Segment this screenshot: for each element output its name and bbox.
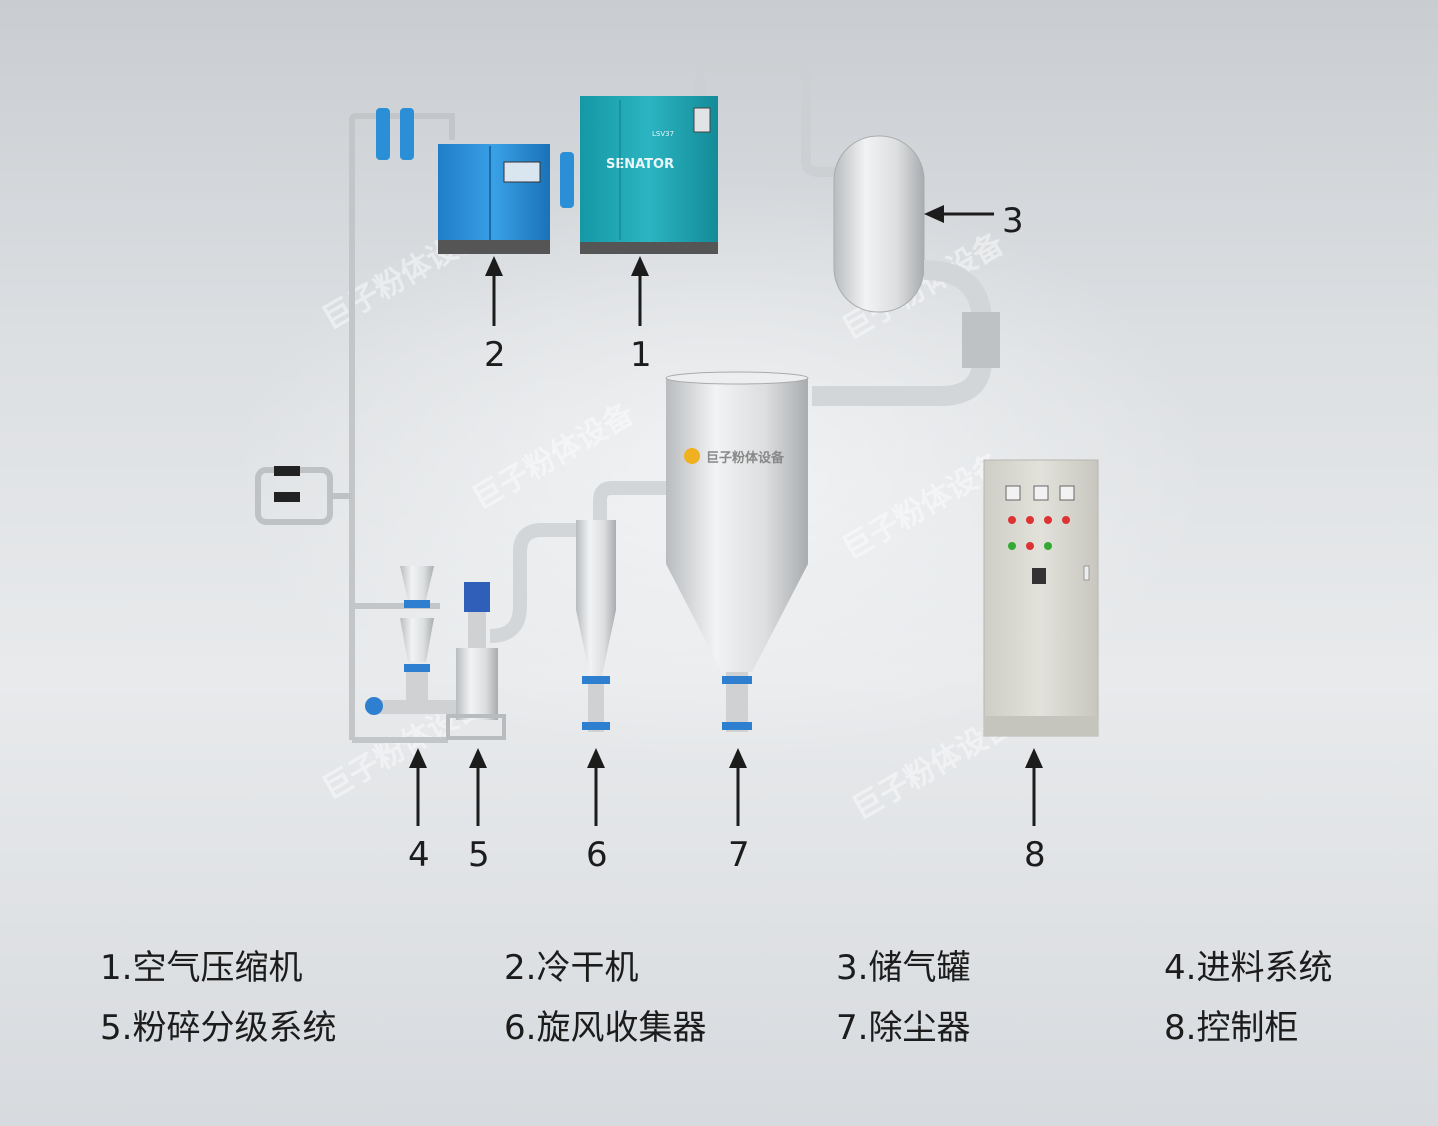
bypass-filter <box>255 466 352 525</box>
callout-7 <box>729 748 747 826</box>
legend-item-7: 7.除尘器 <box>836 1008 971 1048</box>
callout-1 <box>631 256 649 326</box>
feeding-system <box>365 566 458 715</box>
callout-label-7: 7 <box>728 835 750 875</box>
legend-item-6: 6.旋风收集器 <box>504 1008 707 1048</box>
air-compressor: SENATOR LSV37 <box>580 96 718 254</box>
callout-6 <box>587 748 605 826</box>
legend-item-2: 2.冷干机 <box>504 948 639 988</box>
legend-item-1: 1.空气压缩机 <box>100 948 303 988</box>
pipe-filter <box>962 312 1000 368</box>
mill-outlet-pipe <box>489 523 576 643</box>
control-cabinet <box>983 459 1099 737</box>
compressor-outlet-pipe <box>695 61 838 177</box>
watermark-text: 巨子粉体设备 <box>467 396 641 517</box>
compressor-model-label: LSV37 <box>652 130 674 138</box>
air-storage-tank <box>833 135 925 313</box>
cyclone-outlet-pipe <box>593 481 666 520</box>
legend-item-3: 3.储气罐 <box>836 948 971 988</box>
callout-group: 1 2 3 4 5 6 7 <box>408 201 1046 875</box>
air-pipe <box>349 113 455 743</box>
grinding-classifying-system <box>446 582 506 740</box>
callout-label-4: 4 <box>408 835 430 875</box>
legend-item-8: 8.控制柜 <box>1164 1008 1299 1048</box>
callout-label-2: 2 <box>484 335 506 375</box>
dust-collector: 巨子粉体设备 <box>665 371 809 732</box>
callout-label-3: 3 <box>1002 201 1024 241</box>
callout-8 <box>1025 748 1043 826</box>
callout-label-5: 5 <box>468 835 490 875</box>
callout-5 <box>469 748 487 826</box>
callout-2 <box>485 256 503 326</box>
refrigerated-dryer <box>438 144 550 254</box>
legend-item-4: 4.进料系统 <box>1164 948 1333 988</box>
callout-4 <box>409 748 427 826</box>
callout-label-1: 1 <box>630 335 652 375</box>
collector-watermark: 巨子粉体设备 <box>706 450 785 466</box>
compressor-brand-label: SENATOR <box>606 157 674 172</box>
legend-item-5: 5.粉碎分级系统 <box>100 1008 337 1048</box>
callout-3 <box>924 205 994 223</box>
cyclone-collector <box>576 520 616 732</box>
callout-label-6: 6 <box>586 835 608 875</box>
callout-label-8: 8 <box>1024 835 1046 875</box>
air-filters <box>376 108 574 208</box>
